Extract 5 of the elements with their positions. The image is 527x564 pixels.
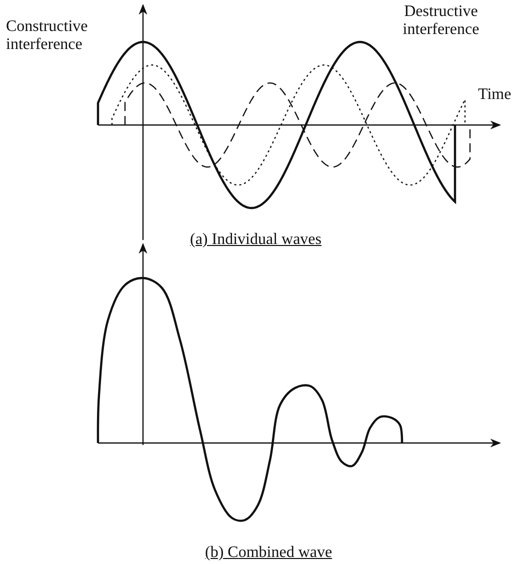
annotation-text: Destructive interference xyxy=(402,3,480,38)
annotation-text: Time xyxy=(478,86,512,104)
annotation-text: Constructive interference xyxy=(6,18,89,54)
caption: (a) Individual waves xyxy=(190,231,322,249)
caption: (b) Combined wave xyxy=(205,544,332,562)
